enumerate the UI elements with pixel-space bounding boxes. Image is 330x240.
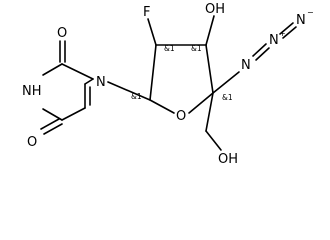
atom-o-carbonyl-top: O: [57, 26, 67, 41]
atom-labels: O NH O N F OH O N N N OH: [22, 2, 306, 167]
uracil-ring-bonds: [40, 40, 94, 135]
stereo-descriptors: &1 &1 &1 &1: [131, 44, 233, 102]
atom-n1: N: [96, 75, 106, 90]
atom-nh: NH: [22, 84, 42, 99]
atom-azide-n2: N: [269, 33, 279, 48]
atom-azide-n1: N: [241, 58, 251, 73]
stereo-label-c2: &1: [164, 44, 175, 53]
stereo-label-c3: &1: [191, 44, 202, 53]
atom-oh-top: OH: [205, 2, 225, 17]
azide-bonds: [252, 22, 297, 61]
stereo-label-c1: &1: [131, 92, 142, 101]
sugar-ring-bonds: [149, 44, 214, 114]
stereo-label-c4: &1: [222, 93, 233, 102]
azide-charges: + −: [279, 8, 314, 38]
glycosidic-bond: [107, 81, 151, 101]
substituent-bonds: [147, 15, 240, 151]
atom-fluorine: F: [143, 5, 150, 20]
atom-o-carbonyl-bottom: O: [27, 135, 37, 150]
charge-plus: +: [279, 29, 286, 38]
atom-o-ring: O: [176, 109, 186, 124]
atom-oh-bottom: OH: [218, 152, 238, 167]
atom-azide-n3: N: [296, 13, 306, 28]
charge-minus: −: [307, 8, 314, 17]
chemical-structure-diagram: O NH O N F OH O N N N OH + − &1 &1 &1 &1: [22, 2, 314, 167]
